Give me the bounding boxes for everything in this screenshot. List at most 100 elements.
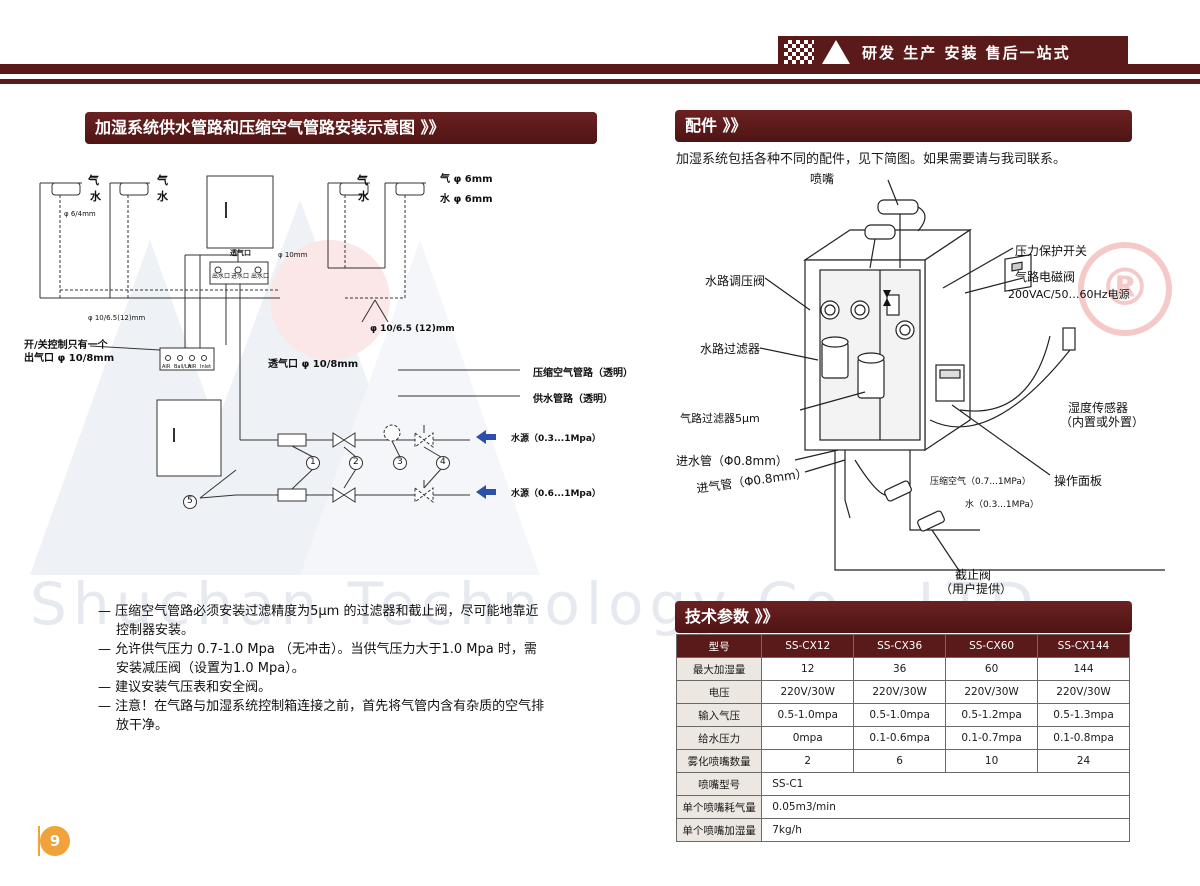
table-cell: 0.1-0.6mpa [853, 726, 947, 750]
checker-logo [784, 40, 814, 64]
table-cell: 24 [1037, 749, 1130, 773]
row-label: 最大加湿量 [675, 657, 763, 681]
label-solenoid: 气路电磁阀 [1015, 270, 1076, 284]
install-notes: — 压缩空气管路必须安装过滤精度为5μm 的过滤器和截止阀，尽可能地靠近 控制器… [98, 602, 598, 735]
table-cell: 36 [853, 657, 947, 681]
table-cell: 0.05m3/min [761, 795, 1130, 819]
header-band [0, 64, 1200, 74]
water-source-1: 水源（0.3...1Mpa） [511, 434, 601, 444]
label-stop-valve-2: （用户提供） [940, 582, 1013, 596]
table-cell: SS-C1 [761, 772, 1130, 796]
legend-air: 压缩空气管路（透明） [533, 368, 633, 379]
tube-spec-small: φ 6/4mm [64, 210, 96, 218]
table-cell: 2 [761, 749, 855, 773]
table-row: 单个喷嘴耗气量 0.05m3/min [675, 795, 1130, 819]
table-cell: 7kg/h [761, 818, 1130, 842]
table-row: 电压 220V/30W 220V/30W 220V/30W 220V/30W [675, 680, 1130, 704]
note-line: — 允许供气压力 0.7-1.0 Mpa （无冲击）。当供气压力大于1.0 Mp… [98, 642, 537, 657]
table-cell: 0.5-1.2mpa [945, 703, 1039, 727]
install-diagram [39, 175, 520, 509]
label-compressed-air: 压缩空气（0.7...1MPa） [930, 477, 1031, 487]
table-header: SS-CX36 [853, 634, 947, 658]
table-cell: 0.5-1.3mpa [1037, 703, 1130, 727]
table-header-row: 型号 SS-CX12 SS-CX36 SS-CX60 SS-CX144 [675, 634, 1130, 658]
table-cell: 6 [853, 749, 947, 773]
row-label: 单个喷嘴加湿量 [675, 818, 763, 842]
legend-water: 供水管路（透明） [533, 394, 613, 405]
air-label-1: 气 [88, 174, 99, 187]
note-line: 安装减压阀（设置为1.0 Mpa）。 [116, 661, 305, 676]
box-port-1: AIR [162, 364, 171, 370]
triangle-logo [822, 40, 850, 64]
note-line: 控制器安装。 [116, 623, 195, 638]
table-row: 单个喷嘴加湿量 7kg/h [675, 818, 1130, 842]
table-row: 最大加湿量 12 36 60 144 [675, 657, 1130, 681]
box-port-3: AIR [188, 364, 197, 370]
table-cell: 0.5-1.0mpa [761, 703, 855, 727]
spec-table: 型号 SS-CX12 SS-CX36 SS-CX60 SS-CX144 最大加湿… [675, 634, 1130, 842]
water-label-1: 水 [90, 190, 101, 203]
label-humidity-sensor-2: （内置或外置） [1060, 415, 1145, 429]
label-air-filter: 气路过滤器5μm [680, 412, 760, 425]
callout-3: 3 [397, 457, 403, 467]
table-cell: 220V/30W [761, 680, 855, 704]
table-cell: 12 [761, 657, 855, 681]
table-header: SS-CX12 [761, 634, 855, 658]
table-cell: 220V/30W [1037, 680, 1130, 704]
vent-label: 透气口 [230, 249, 251, 257]
table-cell: 0mpa [761, 726, 855, 750]
table-cell: 60 [945, 657, 1039, 681]
note-line: 放干净。 [116, 718, 169, 733]
tube-spec-bottom: φ 10/6.5(12)mm [88, 314, 146, 322]
box-port-4: Inlet [200, 364, 212, 370]
header-band-thin [0, 79, 1200, 84]
table-row: 给水压力 0mpa 0.1-0.6mpa 0.1-0.7mpa 0.1-0.8m… [675, 726, 1130, 750]
row-label: 单个喷嘴耗气量 [675, 795, 763, 819]
label-water-filter: 水路过滤器 [700, 342, 761, 356]
air-label-3: 气 [357, 174, 368, 187]
label-pressure-switch: 压力保护开关 [1015, 244, 1088, 258]
table-cell: 220V/30W [853, 680, 947, 704]
switch-note-1: 开/关控制只有一个 [24, 340, 108, 351]
registered-mark: ® [1078, 242, 1172, 336]
water-label-3: 水 [358, 190, 369, 203]
port-1: 出水口 [212, 273, 231, 280]
table-cell: 10 [945, 749, 1039, 773]
label-nozzle: 喷嘴 [810, 172, 835, 186]
note-line: — 建议安装气压表和安全阀。 [98, 680, 272, 695]
water-label-2: 水 [157, 190, 168, 203]
table-cell: 0.1-0.8mpa [1037, 726, 1130, 750]
water-spec: 水 φ 6mm [440, 194, 493, 205]
port-3: 出水口 [251, 273, 270, 280]
label-control-panel: 操作面板 [1054, 474, 1103, 488]
page-number: 9 [40, 826, 70, 856]
table-cell: 0.5-1.0mpa [853, 703, 947, 727]
parts-intro: 加湿系统包括各种不同的配件，见下简图。如果需要请与我司联系。 [676, 152, 1067, 167]
slogan: 研发 生产 安装 售后一站式 [862, 44, 1071, 62]
callout-5: 5 [187, 496, 193, 506]
callout-2: 2 [353, 457, 359, 467]
row-label: 雾化喷嘴数量 [675, 749, 763, 773]
label-humidity-sensor: 湿度传感器 [1068, 401, 1129, 415]
row-label: 输入气压 [675, 703, 763, 727]
note-line: — 注意！在气路与加湿系统控制箱连接之前，首先将气管内含有杂质的空气排 [98, 699, 545, 714]
table-cell: 0.1-0.7mpa [945, 726, 1039, 750]
air-spec: 气 φ 6mm [440, 174, 493, 185]
table-row: 雾化喷嘴数量 2 6 10 24 [675, 749, 1130, 773]
row-label: 给水压力 [675, 726, 763, 750]
parts-title: 配件 》》 [675, 110, 1132, 142]
parts-diagram [759, 179, 1165, 573]
table-header: 型号 [675, 634, 763, 658]
switch-note-2: 出气口 φ 10/8mm [24, 353, 115, 364]
phi10-label: φ 10mm [278, 251, 308, 259]
label-solenoid-power: 200VAC/50…60Hz电源 [1008, 288, 1130, 301]
page-rule [38, 826, 40, 856]
callout-4: 4 [440, 457, 446, 467]
row-label: 喷嘴型号 [675, 772, 763, 796]
callout-1: 1 [310, 457, 316, 467]
label-water-in: 进水管（Φ0.8mm） [676, 454, 788, 468]
box-port-2: Ball/Lft [174, 364, 192, 370]
label-stop-valve: 截止阀 [955, 568, 992, 582]
table-header: SS-CX60 [945, 634, 1039, 658]
water-source-2: 水源（0.6...1Mpa） [511, 489, 601, 499]
